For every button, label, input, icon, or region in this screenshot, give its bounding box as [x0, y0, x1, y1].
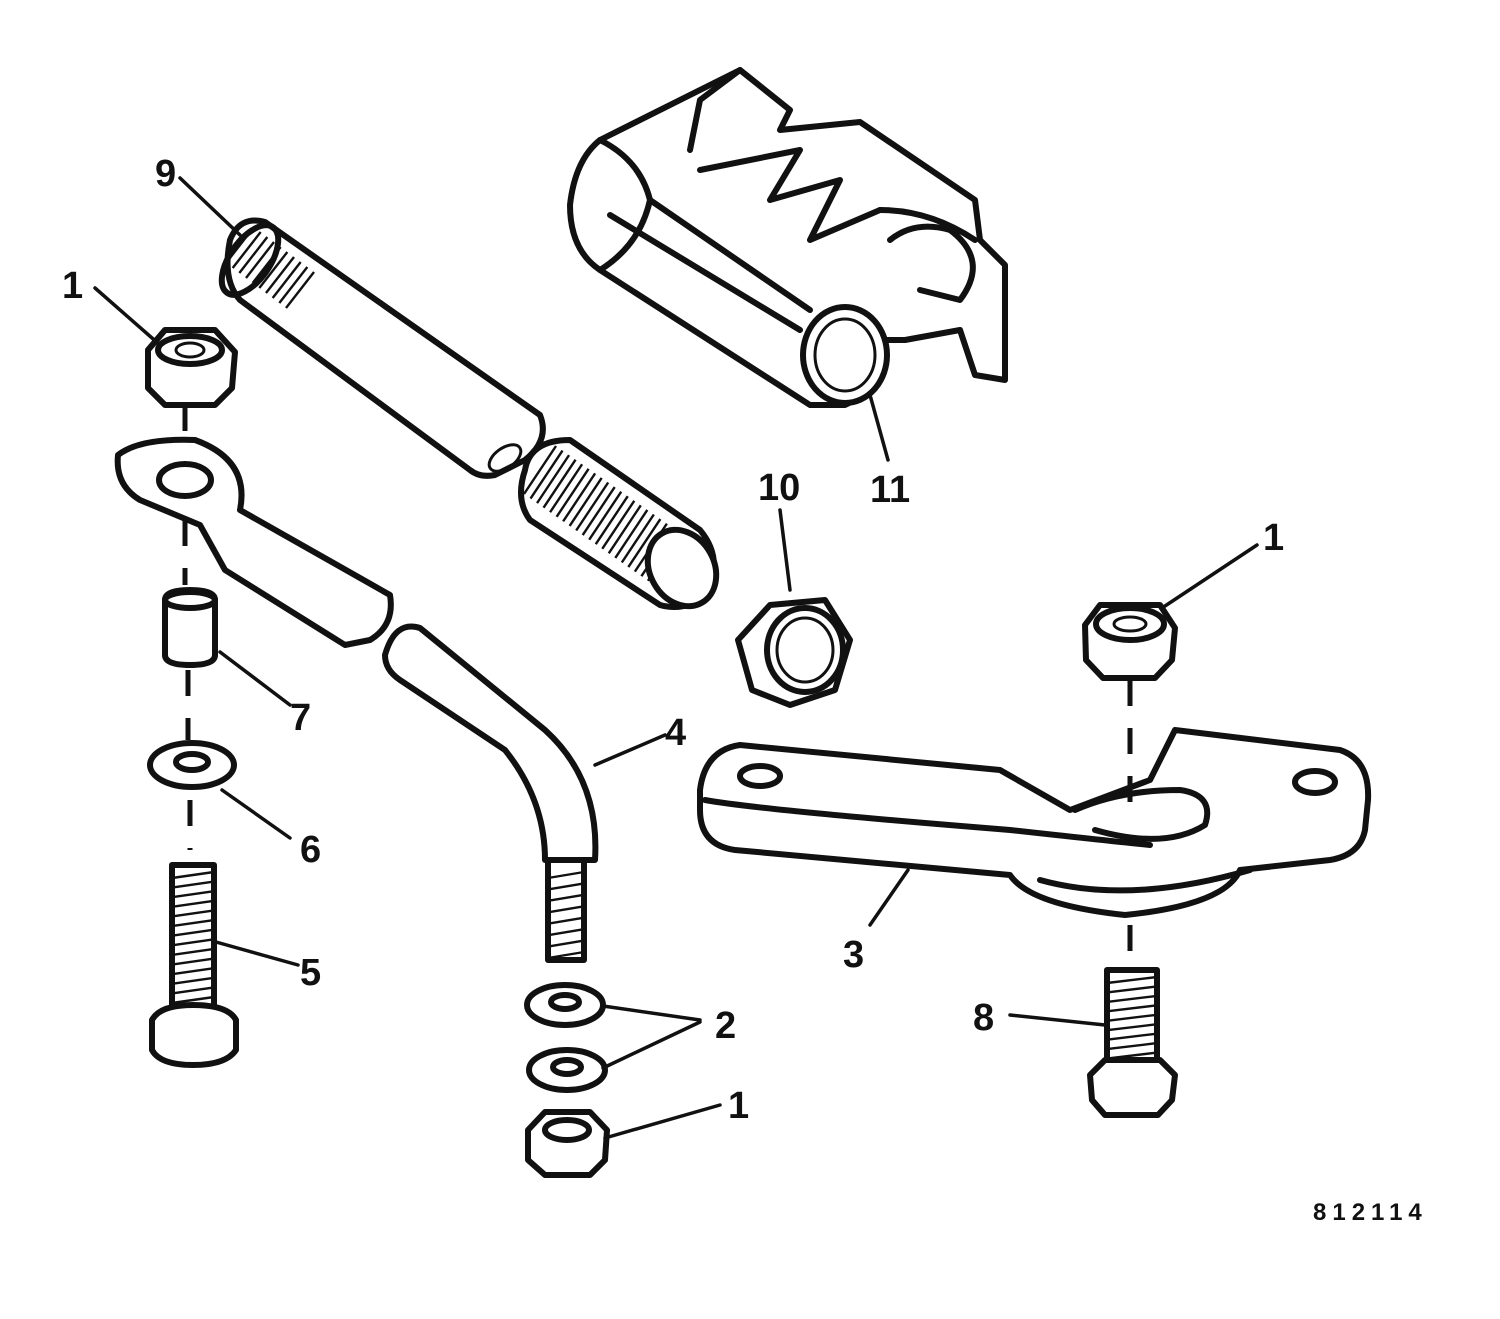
callout-1-top-left: 1	[62, 265, 83, 307]
thread-line	[547, 916, 585, 925]
callout-10: 10	[758, 467, 800, 509]
callout-labels: 1 9 7 6 5 4 2 1 10 11 1 3 8	[62, 153, 1284, 1127]
callout-7: 7	[290, 697, 311, 739]
thread-line	[171, 947, 215, 957]
thread-line	[171, 986, 215, 995]
thread-line	[627, 518, 662, 568]
left-fastener-stack	[145, 327, 239, 1068]
callout-1-bottom: 1	[728, 1085, 749, 1127]
part-4-link-rod	[114, 436, 599, 963]
thread-line	[171, 870, 215, 880]
thread-line	[542, 459, 577, 509]
part-9-cable-guide	[218, 217, 720, 610]
thread-line	[547, 927, 585, 937]
callout-11: 11	[870, 469, 910, 511]
center-fastener-stack	[524, 982, 610, 1178]
thread-line	[562, 472, 597, 523]
thread-line	[547, 882, 585, 891]
callout-6: 6	[300, 829, 321, 871]
part-8-bolt	[1087, 967, 1178, 1118]
thread-line	[588, 490, 623, 541]
thread-line	[171, 918, 215, 928]
thread-line	[171, 957, 215, 966]
thread-line	[1106, 994, 1158, 1004]
leader-lines	[93, 176, 1259, 1140]
thread-line	[549, 463, 584, 513]
callout-3: 3	[843, 934, 864, 976]
thread-line	[1106, 975, 1158, 985]
thread-line	[547, 905, 585, 914]
thread-line	[258, 251, 289, 289]
thread-line	[1106, 1004, 1158, 1013]
thread-line	[171, 976, 215, 985]
thread-line	[278, 266, 309, 304]
thread-line	[285, 271, 315, 309]
thread-line	[536, 454, 571, 504]
thread-line	[523, 445, 557, 495]
thread-line	[238, 236, 269, 274]
thread-line	[594, 495, 629, 545]
thread-line	[607, 504, 642, 555]
thread-line	[1106, 1032, 1158, 1041]
thread-line	[171, 899, 215, 909]
thread-line	[529, 449, 564, 500]
thread-line	[171, 880, 215, 889]
callout-9: 9	[155, 153, 176, 195]
thread-line	[547, 870, 585, 880]
callout-1-right: 1	[1263, 517, 1284, 559]
thread-line	[614, 509, 649, 559]
thread-line	[575, 481, 610, 532]
thread-line	[171, 966, 215, 976]
thread-line	[1106, 1041, 1158, 1051]
thread-line	[555, 468, 590, 518]
thread-line	[171, 890, 215, 899]
thread-line	[601, 500, 636, 550]
thread-line	[547, 939, 585, 948]
callout-2: 2	[715, 1005, 736, 1047]
callout-4: 4	[665, 712, 686, 754]
thread-line	[171, 928, 215, 937]
part-11-bracket	[567, 67, 1008, 408]
thread-line	[581, 486, 616, 536]
figure-number: 812114	[1313, 1199, 1428, 1226]
thread-line	[271, 261, 302, 299]
thread-line	[245, 241, 275, 279]
thread-line	[620, 513, 655, 564]
part-10-hex-nut	[735, 597, 853, 708]
thread-line	[1106, 985, 1158, 994]
callout-5: 5	[300, 952, 321, 994]
thread-line	[265, 256, 295, 294]
thread-line	[251, 246, 282, 284]
thread-line	[1106, 1013, 1158, 1022]
right-nut	[1082, 602, 1178, 681]
thread-line	[547, 893, 585, 903]
thread-line	[231, 231, 262, 269]
thread-line	[171, 909, 215, 918]
thread-line	[1106, 1023, 1158, 1032]
thread-line	[547, 950, 585, 960]
thread-line	[171, 938, 215, 947]
part-3-lever	[697, 680, 1372, 960]
thread-line	[225, 226, 255, 264]
thread-line	[568, 477, 603, 527]
thread-line	[171, 995, 215, 1005]
callout-8: 8	[973, 997, 994, 1039]
